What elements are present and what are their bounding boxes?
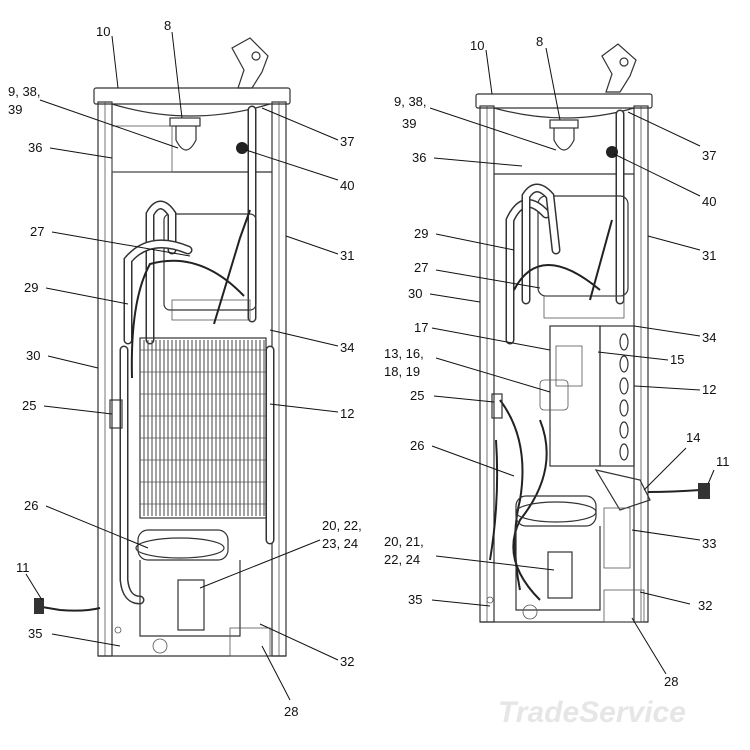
callout-label: 34 [702,330,716,345]
callout-label: 32 [340,654,354,669]
callout-label: 27 [30,224,44,239]
callout-label: 33 [702,536,716,551]
callout-label: 31 [702,248,716,263]
right-unit-drawing [475,43,710,623]
callout-label: 20, 21, [384,534,424,549]
callout-label: 39 [8,102,22,117]
callout-label: 30 [408,286,422,301]
callout-label: 14 [686,430,700,445]
right-relay-box [547,551,573,599]
callout-label: 37 [702,148,716,163]
callout-label: 28 [284,704,298,719]
callout-label: 31 [340,248,354,263]
watermark: TradeService [498,696,686,729]
callout-label: 8 [536,34,543,49]
left-cooling-tank [163,213,257,311]
right-evaporator [549,325,601,467]
callout-label: 28 [664,674,678,689]
callout-label: 18, 19 [384,364,420,379]
callout-label: 8 [164,18,171,33]
right-fan-motor [539,379,569,411]
callout-label: 9, 38, [394,94,427,109]
callout-label: 11 [16,560,30,575]
right-basin-top [475,93,653,109]
callout-label: 10 [470,38,484,53]
left-bubbler [231,37,269,89]
callout-label: 9, 38, [8,84,41,99]
callout-label: 10 [96,24,110,39]
callout-label: 12 [340,406,354,421]
callout-label: 29 [414,226,428,241]
callout-label: 39 [402,116,416,131]
callout-label: 13, 16, [384,346,424,361]
callout-label: 25 [22,398,36,413]
callout-label: 32 [698,598,712,613]
callout-label: 29 [24,280,38,295]
callout-label: 12 [702,382,716,397]
right-fin-block [599,325,635,467]
callout-label: 11 [716,454,730,469]
left-unit-drawing [34,37,291,657]
callout-label: 40 [702,194,716,209]
right-leader-lines [429,47,715,675]
callout-label: 35 [408,592,422,607]
left-leader-lines [25,31,339,701]
callout-label: 40 [340,178,354,193]
callout-label: 30 [26,348,40,363]
callout-label: 25 [410,388,424,403]
right-bracket [594,469,651,511]
left-callout-labels: 10 8 9, 38, 39 36 37 40 27 31 29 34 30 2… [8,18,362,719]
left-basin-top [93,87,291,105]
left-relay-box [177,579,205,631]
callout-label: 17 [414,320,428,335]
callout-label: 37 [340,134,354,149]
right-bubbler [601,43,637,93]
callout-label: 34 [340,340,354,355]
callout-label: 26 [24,498,38,513]
right-callout-labels: 10 8 9, 38, 39 36 37 40 29 31 27 30 34 1… [384,34,730,689]
callout-label: 36 [28,140,42,155]
callout-label: 15 [670,352,684,367]
callout-label: 27 [414,260,428,275]
callout-label: 20, 22, [322,518,362,533]
callout-label: 26 [410,438,424,453]
callout-label: 35 [28,626,42,641]
callout-label: 23, 24 [322,536,358,551]
left-condenser [139,337,267,519]
callout-label: 22, 24 [384,552,420,567]
callout-label: 36 [412,150,426,165]
